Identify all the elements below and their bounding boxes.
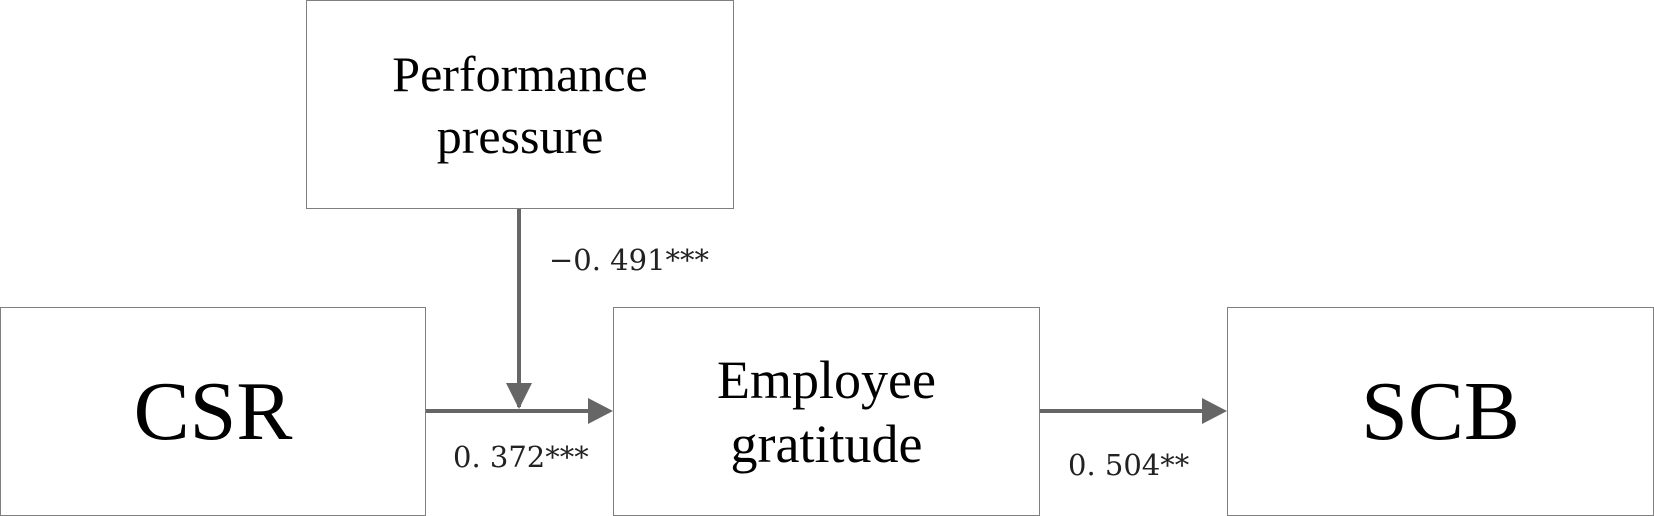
gratitude-to-scb-coefficient: 0. 504** (1068, 448, 1190, 482)
csr-to-gratitude-arrowhead-icon (588, 398, 613, 424)
moderation-arrowhead-icon (506, 383, 532, 409)
node-employee-gratitude-line1: Employee (717, 349, 936, 410)
node-csr: CSR (0, 307, 426, 516)
node-scb: SCB (1227, 307, 1654, 516)
node-performance-pressure: Performance pressure (306, 0, 734, 209)
node-performance-pressure-line2: pressure (436, 107, 604, 164)
node-csr-label: CSR (133, 364, 293, 458)
gratitude-to-scb-arrowhead-icon (1202, 398, 1227, 424)
csr-to-gratitude-coefficient: 0. 372*** (453, 440, 589, 474)
moderation-coefficient: −0. 491*** (549, 243, 710, 277)
node-employee-gratitude-line2: gratitude (730, 413, 923, 474)
node-employee-gratitude: Employee gratitude (613, 307, 1040, 516)
node-scb-label: SCB (1361, 364, 1520, 458)
node-performance-pressure-line1: Performance (392, 45, 648, 102)
